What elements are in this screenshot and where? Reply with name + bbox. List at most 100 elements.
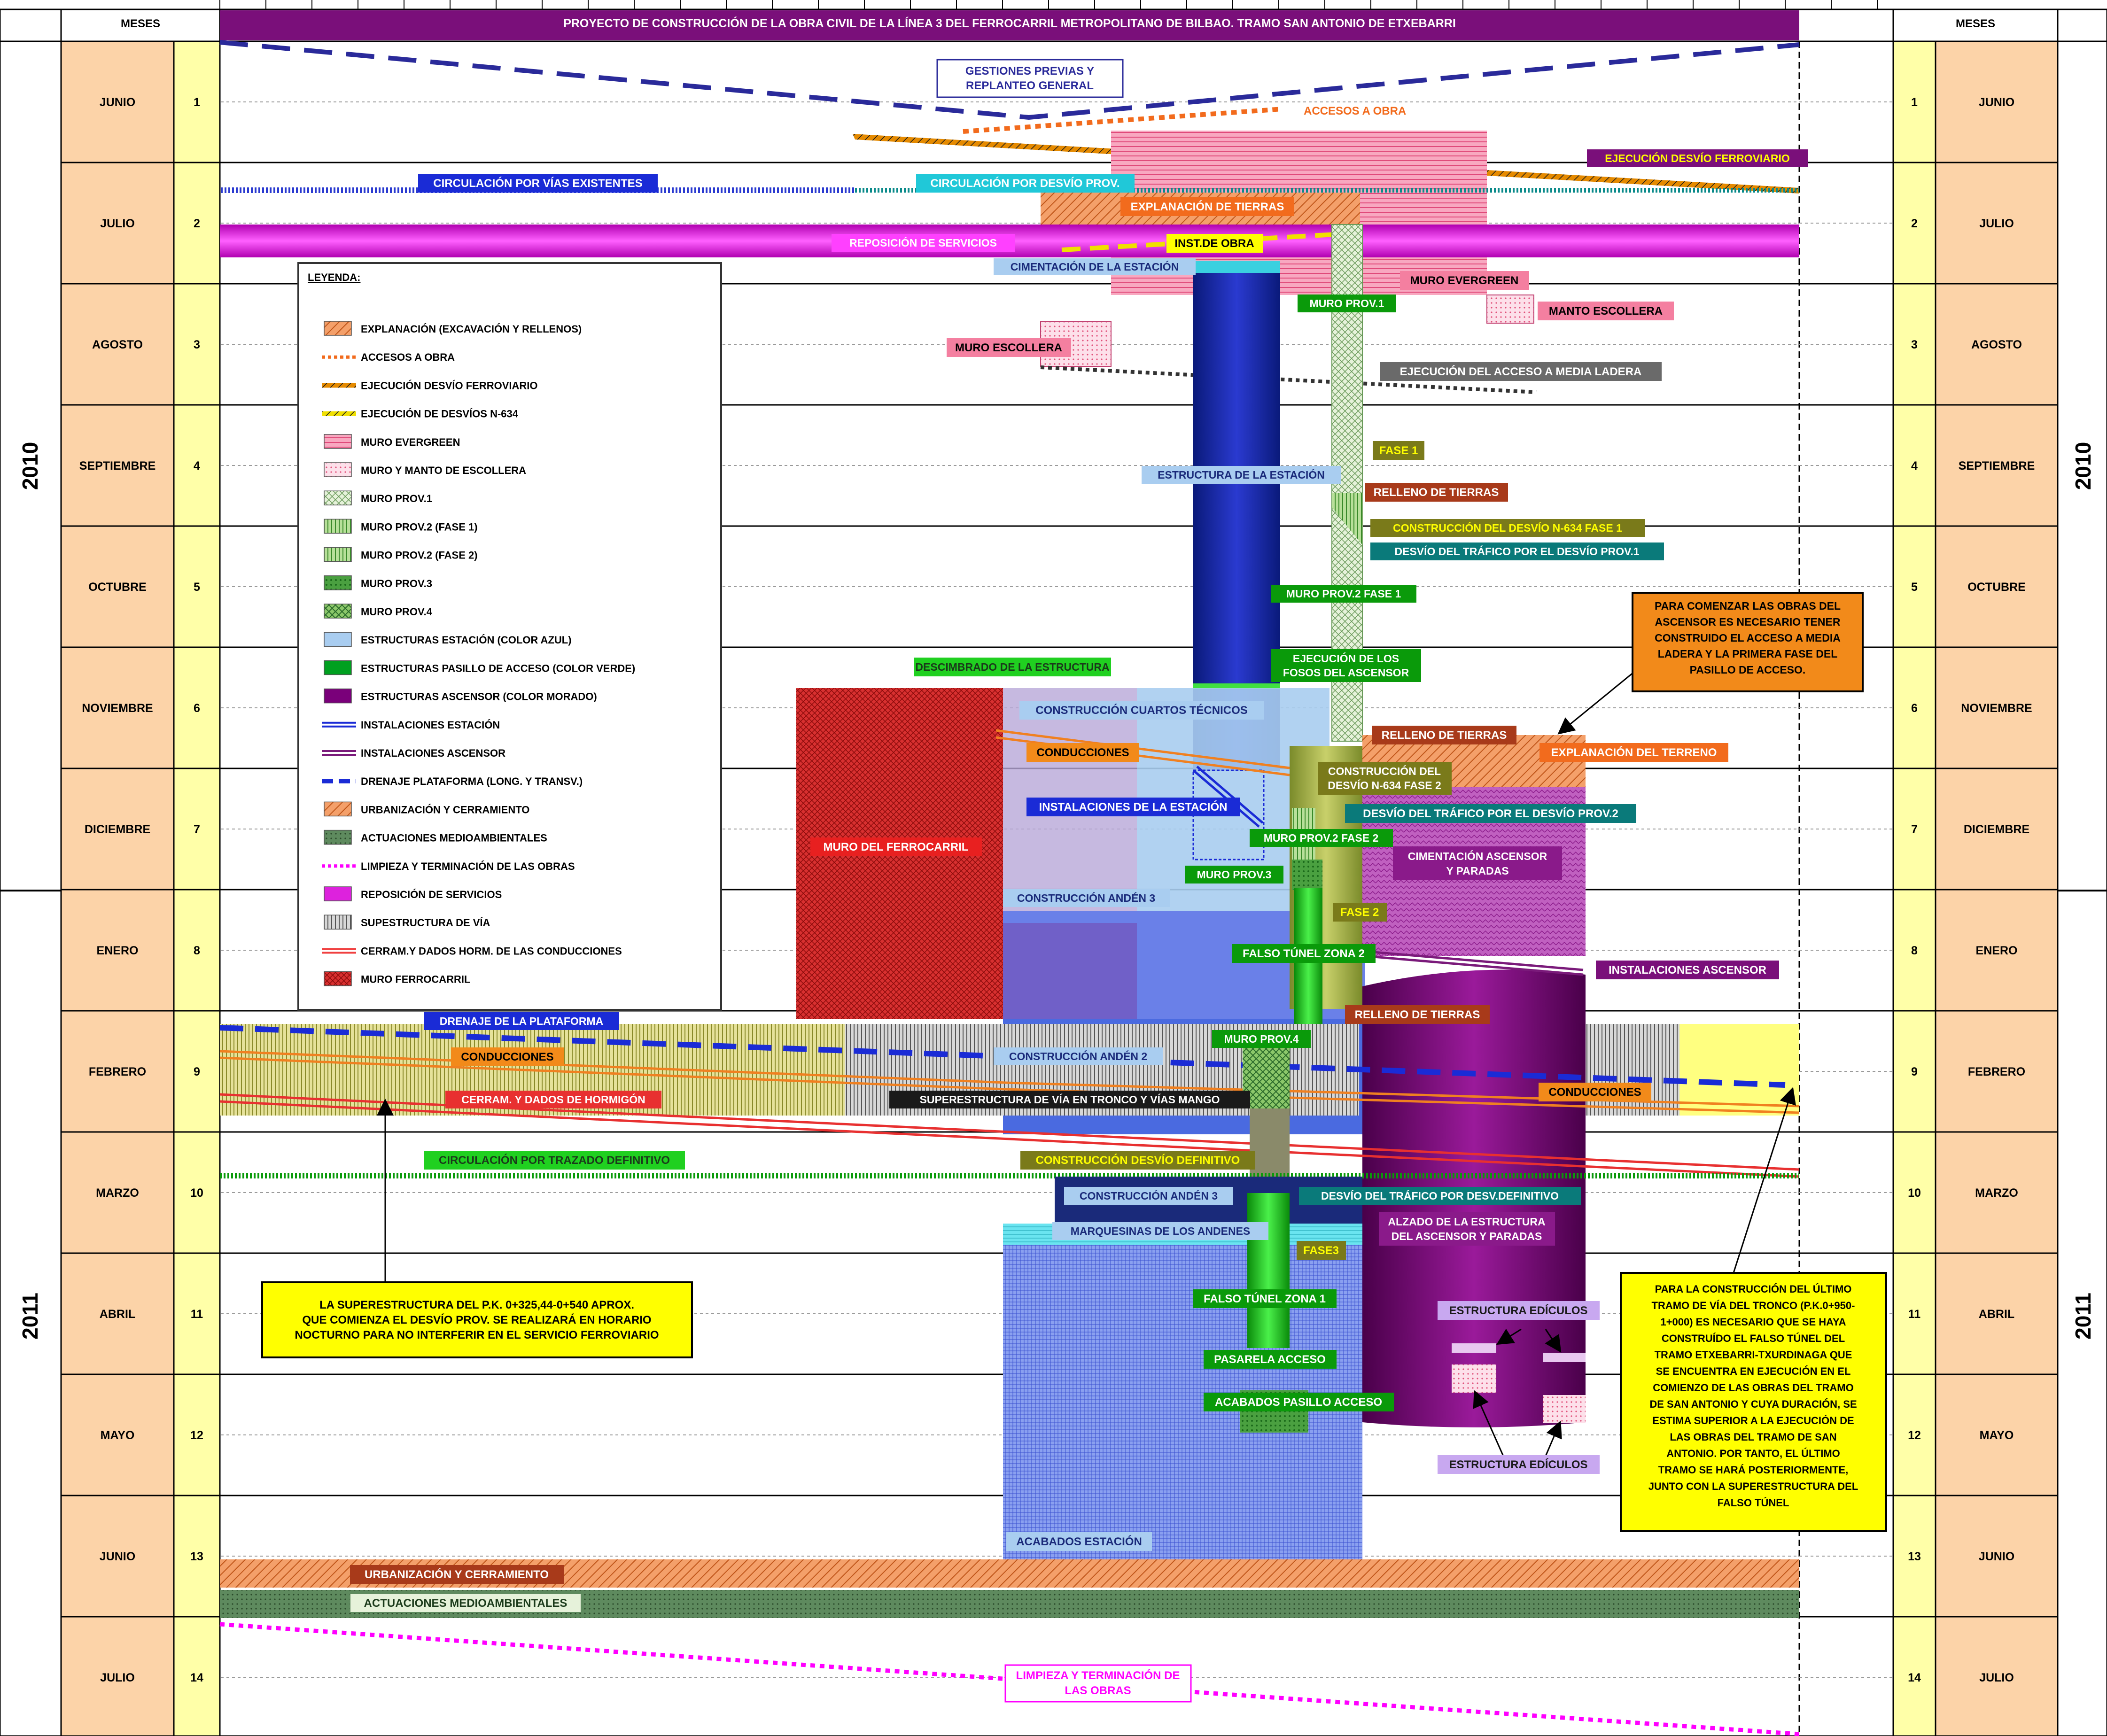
month-num-right: 10	[1908, 1186, 1921, 1200]
label-background	[1204, 1350, 1337, 1369]
legend-swatch	[322, 948, 356, 954]
month-name-left: AGOSTO	[92, 338, 143, 351]
legend-box	[297, 262, 722, 1011]
label-conducciones2: CONDUCCIONES	[451, 1047, 564, 1066]
label-circ-existentes: CIRCULACIÓN POR VÍAS EXISTENTES	[418, 174, 658, 193]
label-circ-desvio-prov: CIRCULACIÓN POR DESVÍO PROV.	[916, 174, 1135, 193]
label-text: DESVÍO N-634 FASE 2	[1328, 779, 1441, 791]
month-num-left: 6	[194, 702, 200, 715]
month-name-right: ABRIL	[1979, 1308, 2014, 1321]
legend-label: CERRAM.Y DADOS HORM. DE LAS CONDUCCIONES	[361, 945, 622, 957]
month-num-right: 3	[1911, 338, 1918, 351]
label-background	[1003, 889, 1170, 907]
label-const-desvio-f2: CONSTRUCCIÓN DEL DESVÍO N-634 FASE 2	[1318, 762, 1452, 795]
label-desvio-trafico-def: DESVÍO DEL TRÁFICO POR DESV.DEFINITIVO	[1299, 1187, 1581, 1205]
month-num-right: 5	[1911, 581, 1918, 594]
label-text: PASILLO DE ACCESO.	[1690, 664, 1806, 676]
pasillo-column-3	[1247, 1193, 1290, 1348]
note-tramo-box: PARA LA CONSTRUCCIÓN DEL ÚLTIMO TRAMO DE…	[1620, 1272, 1887, 1532]
label-gestiones: GESTIONES PREVIAS Y REPLANTEO GENERAL	[936, 59, 1124, 98]
label-background	[936, 59, 1124, 98]
legend-label: ACCESOS A OBRA	[361, 351, 455, 363]
month-name-left: OCTUBRE	[88, 581, 147, 594]
title-banner	[220, 10, 1799, 40]
label-acabados-pasillo: ACABADOS PASILLO ACCESO	[1204, 1393, 1394, 1411]
label-text: TRAMO SE HARÁ POSTERIORMENTE,	[1658, 1464, 1849, 1476]
month-name-left: JUNIO	[100, 1550, 135, 1563]
accesos-dots	[963, 107, 1283, 134]
label-explanacion-terreno: EXPLANACIÓN DEL TERRENO	[1539, 743, 1728, 762]
month-name-left: NOVIEMBRE	[82, 702, 153, 715]
label-background	[1064, 1187, 1233, 1205]
legend-label: ESTRUCTURAS PASILLO DE ACCESO (COLOR VER…	[361, 662, 635, 674]
label-text: MURO PROV.2 FASE 2	[1264, 832, 1379, 844]
label-text: MURO DEL FERROCARRIL	[824, 841, 969, 853]
top-ruler	[219, 0, 1878, 9]
label-background	[1373, 441, 1424, 460]
label-text: FALSO TÚNEL ZONA 2	[1243, 947, 1365, 960]
month-name-right: JULIO	[1979, 217, 2014, 230]
muro-prov1-base	[1332, 493, 1362, 545]
legend-swatch	[324, 490, 352, 505]
label-text: ESTRUCTURA DE LA ESTACIÓN	[1158, 468, 1325, 481]
label-background	[1004, 1664, 1192, 1703]
label-background	[1372, 726, 1516, 744]
label-text: ANTONIO. POR TANTO, EL ÚLTIMO	[1666, 1448, 1840, 1459]
label-text: FALSO TÚNEL	[1718, 1497, 1789, 1509]
label-background	[350, 1593, 582, 1613]
label-text: MURO EVERGREEN	[1410, 274, 1519, 287]
label-text: CONSTRUCCIÓN DEL DESVÍO N-634 FASE 1	[1393, 521, 1622, 534]
label-text: CONDUCCIONES	[461, 1051, 553, 1063]
legend-swatch	[324, 462, 352, 477]
label-text: INST.DE OBRA	[1174, 237, 1254, 250]
label-background	[424, 1012, 619, 1030]
label-background	[1006, 1532, 1152, 1551]
label-fase2: FASE 2	[1333, 903, 1387, 922]
legend-swatch	[324, 886, 352, 901]
label-cimentacion-ascensor: CIMENTACIÓN ASCENSOR Y PARADAS	[1393, 846, 1562, 880]
label-text: PARA COMENZAR LAS OBRAS DEL	[1655, 600, 1841, 612]
month-name-right: MARZO	[1975, 1186, 2018, 1200]
label-text: EJECUCIÓN DE LOS	[1293, 652, 1399, 665]
label-text: GESTIONES PREVIAS Y	[965, 65, 1094, 78]
legend-swatch	[322, 721, 356, 728]
legend-label: MURO PROV.1	[361, 493, 432, 504]
month-name-right: SEPTIEMBRE	[1959, 459, 2035, 473]
label-background	[1193, 1289, 1337, 1308]
label-fase1: FASE 1	[1373, 441, 1424, 460]
label-background	[261, 1281, 693, 1358]
manto-escollera-block	[1486, 294, 1534, 324]
label-text: CERRAM. Y DADOS DE HORMIGÓN	[461, 1093, 645, 1106]
label-background	[1379, 1212, 1555, 1246]
year-label-2011-right: 2011	[2071, 1293, 2095, 1340]
label-background	[1026, 743, 1139, 762]
label-text: EJECUCIÓN DEL ACCESO A MEDIA LADERA	[1400, 365, 1642, 378]
legend-label: MURO EVERGREEN	[361, 436, 460, 448]
label-text: CONSTRUCCIÓN DESVÍO DEFINITIVO	[1036, 1154, 1240, 1167]
label-ejec-desvio: EJECUCIÓN DESVÍO FERROVIARIO	[1587, 149, 1808, 167]
label-text: RELLENO DE TIERRAS	[1355, 1008, 1480, 1021]
label-fase3: FASE3	[1297, 1241, 1346, 1260]
legend-label: EXPLANACIÓN (EXCAVACIÓN Y RELLENOS)	[361, 323, 582, 335]
label-text: INSTALACIONES ASCENSOR	[1609, 964, 1766, 976]
label-text: DESCIMBRADO DE LA ESTRUCTURA	[915, 661, 1109, 673]
month-name-left: SEPTIEMBRE	[79, 459, 156, 473]
month-name-right: OCTUBRE	[1967, 581, 2026, 594]
label-text: ESTIMA SUPERIOR A LA EJECUCIÓN DE	[1652, 1415, 1854, 1426]
month-name-left: JULIO	[100, 1671, 135, 1684]
month-name-right: MAYO	[1980, 1429, 2014, 1442]
month-num-left: 10	[190, 1186, 203, 1200]
label-text: LADERA Y LA PRIMERA FASE DEL	[1658, 648, 1838, 660]
month-num-left: 5	[194, 581, 200, 594]
label-text: LIMPIEZA Y TERMINACIÓN DE	[1016, 1669, 1180, 1682]
label-background	[451, 1047, 564, 1066]
label-text: ASCENSOR ES NECESARIO TENER	[1655, 616, 1841, 628]
label-urbanizacion: URBANIZACIÓN Y CERRAMIENTO	[350, 1565, 564, 1584]
month-num-left: 11	[191, 1308, 203, 1321]
month-name-left: ENERO	[97, 944, 139, 957]
muro-prov4	[1243, 1047, 1290, 1108]
label-text: LAS OBRAS DEL TRAMO DE SAN	[1670, 1431, 1836, 1443]
label-relleno2: RELLENO DE TIERRAS	[1372, 726, 1516, 744]
estacion-cimentacion	[1193, 261, 1280, 273]
